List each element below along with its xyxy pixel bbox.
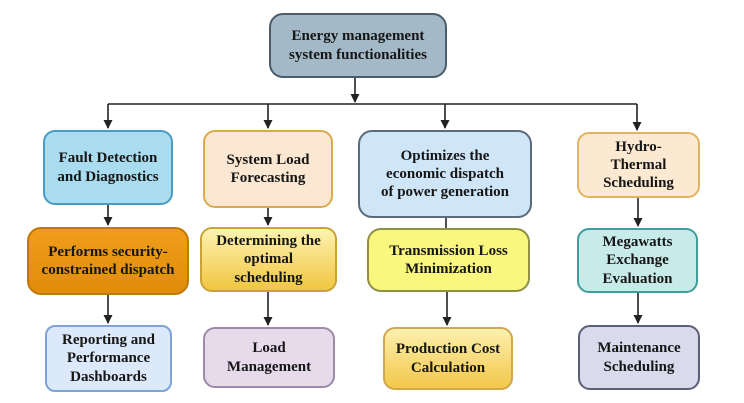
node-label: Performs security- constrained dispatch <box>41 243 175 278</box>
node-label: Load Management <box>226 340 312 375</box>
node-label: Determining the optimal scheduling <box>216 233 321 286</box>
node-label: Production Cost Calculation <box>395 341 501 376</box>
node-energy-management-root: Energy management system functionalities <box>269 13 447 78</box>
node-fault-detection: Fault Detection and Diagnostics <box>43 130 173 205</box>
node-label: Transmission Loss Minimization <box>389 242 508 277</box>
node-label: Hydro- Thermal Scheduling <box>603 138 674 192</box>
node-label: Fault Detection and Diagnostics <box>57 150 159 185</box>
node-label: System Load Forecasting <box>226 151 310 186</box>
node-load-management: Load Management <box>203 327 335 388</box>
node-label: Megawatts Exchange Evaluation <box>602 234 673 287</box>
node-production-cost-calculation: Production Cost Calculation <box>383 327 513 390</box>
node-security-constrained-dispatch: Performs security- constrained dispatch <box>27 227 189 295</box>
node-reporting-performance-dashboards: Reporting and Performance Dashboards <box>45 325 172 392</box>
node-hydro-thermal-scheduling: Hydro- Thermal Scheduling <box>577 132 700 198</box>
node-transmission-loss-minimization: Transmission Loss Minimization <box>367 228 530 292</box>
node-label: Reporting and Performance Dashboards <box>62 332 155 385</box>
node-system-load-forecasting: System Load Forecasting <box>203 130 333 208</box>
node-optimal-scheduling: Determining the optimal scheduling <box>200 227 337 292</box>
node-economic-dispatch: Optimizes the economic dispatch of power… <box>358 130 532 218</box>
node-label: Optimizes the economic dispatch of power… <box>380 147 510 201</box>
node-label: Maintenance Scheduling <box>597 340 681 375</box>
node-label: Energy management system functionalities <box>289 28 427 63</box>
node-maintenance-scheduling: Maintenance Scheduling <box>578 325 700 390</box>
node-megawatts-exchange-evaluation: Megawatts Exchange Evaluation <box>577 228 698 293</box>
